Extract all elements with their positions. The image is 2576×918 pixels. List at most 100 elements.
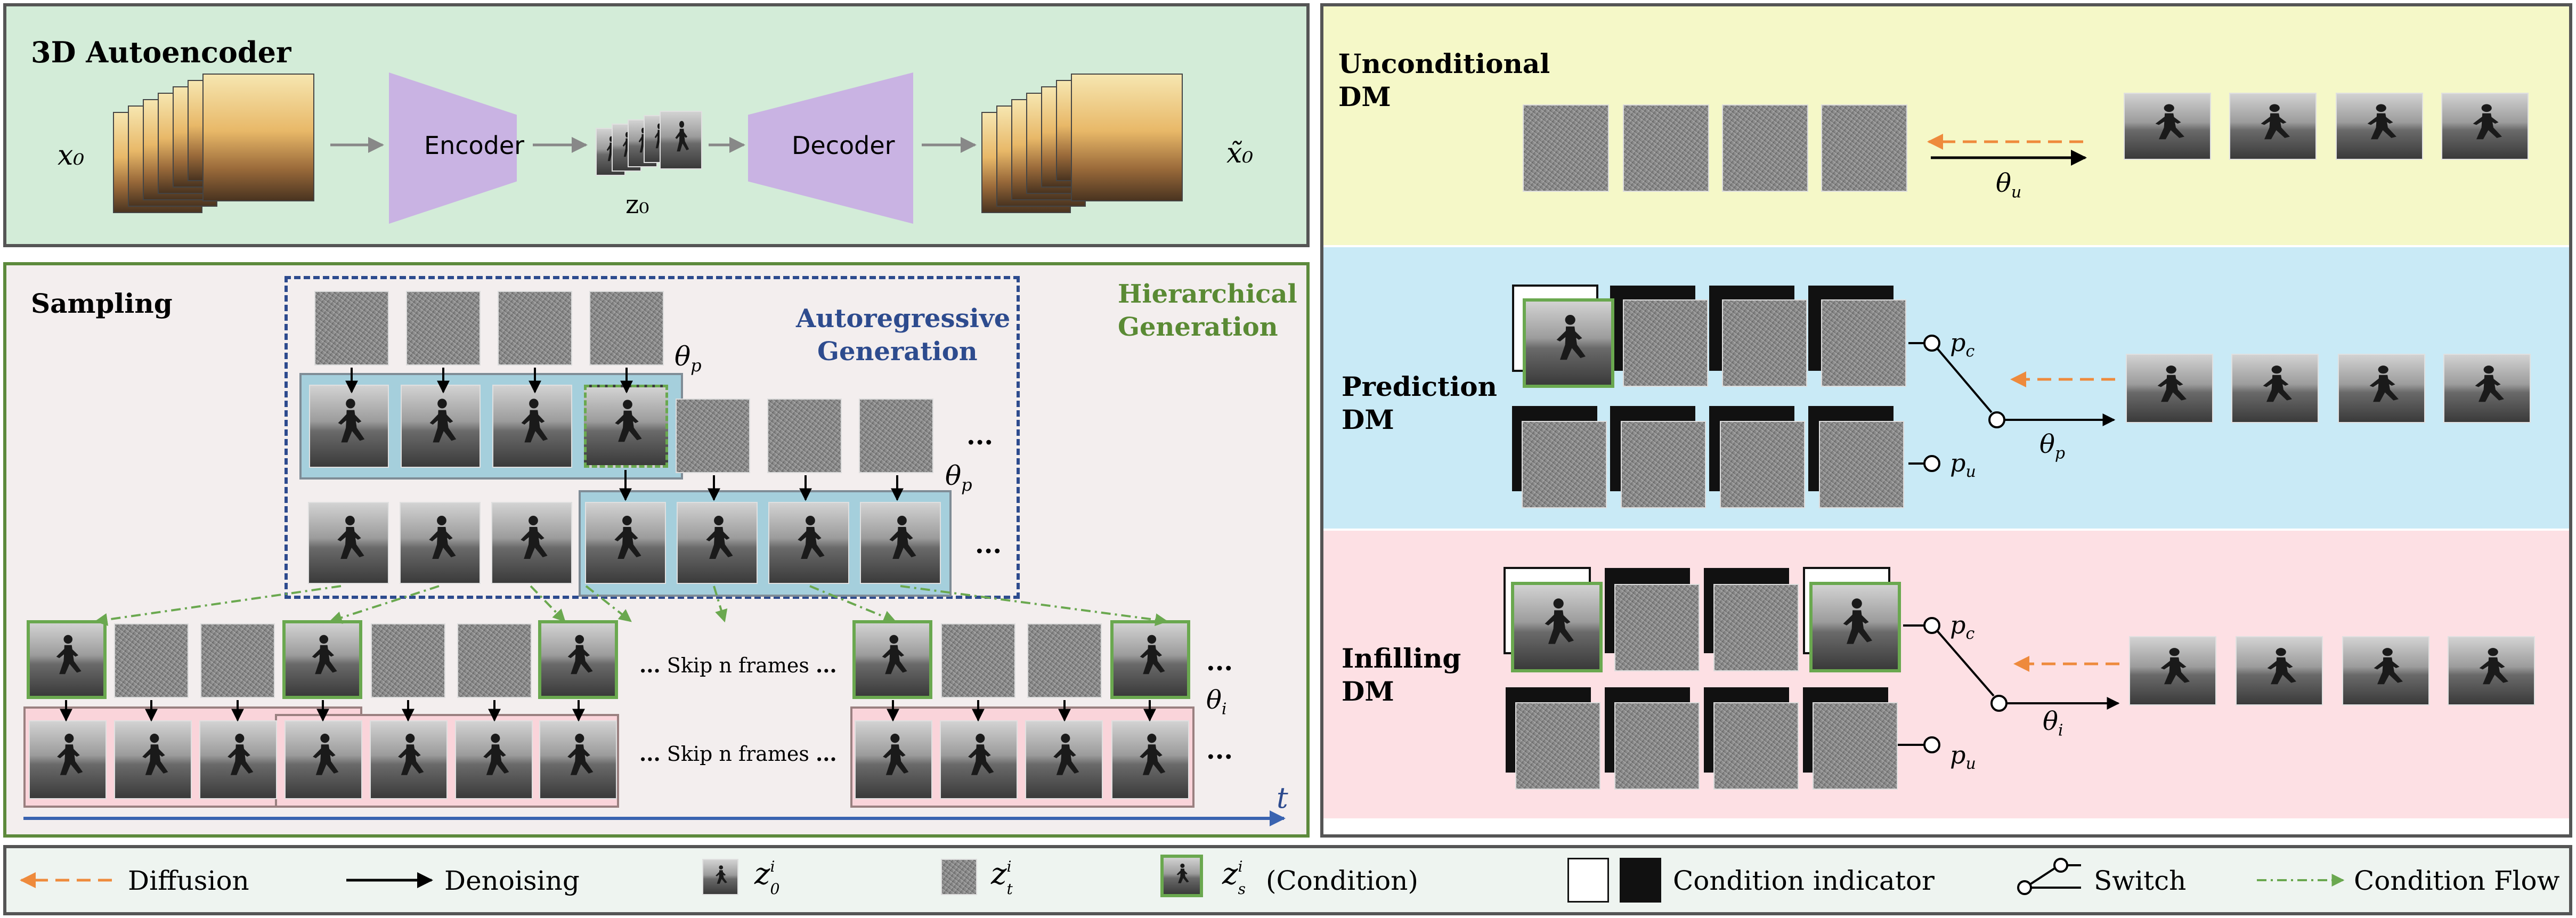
denoised-frame — [199, 720, 277, 799]
denoising-arrows — [60, 368, 1156, 722]
denoised-frame — [860, 502, 941, 584]
condition-flow-arrows — [94, 585, 1168, 627]
autoencoder-title: 3D Autoencoder — [31, 35, 291, 69]
z0-label: z₀ — [625, 190, 649, 220]
denoised-frame — [940, 720, 1018, 799]
video-frame — [2229, 93, 2317, 160]
hierarchical-label-2: Generation — [1118, 312, 1278, 342]
pc-label: pc — [1950, 611, 1975, 644]
noise-latent — [457, 623, 532, 698]
video-frame — [2342, 636, 2429, 705]
pu-label: pu — [1950, 741, 1976, 774]
noise-latent — [1713, 702, 1799, 790]
noise-latent — [1722, 104, 1808, 192]
legend-switch: Switch — [2094, 865, 2187, 896]
noise-latent — [1813, 702, 1898, 790]
video-frame — [2126, 354, 2213, 423]
ellipsis: ... — [966, 421, 994, 451]
theta-p-label: θp — [945, 460, 972, 495]
noise-latent — [1713, 584, 1799, 671]
skip-label: ... Skip n frames ... — [639, 653, 837, 677]
noise-latent — [200, 623, 275, 698]
prediction-switch — [1908, 335, 2005, 472]
legend-switch-icon — [2017, 858, 2081, 895]
video-frame — [2338, 354, 2425, 423]
noise-latent — [1621, 421, 1706, 508]
noise-latent — [1819, 421, 1904, 508]
ellipsis: ... — [1206, 735, 1233, 765]
time-axis-label: t — [1277, 781, 1288, 815]
video-frame — [2236, 636, 2323, 705]
sampling-title: Sampling — [31, 288, 173, 319]
legend-condition-black — [1620, 858, 1661, 903]
legend-condition-white — [1567, 858, 1609, 903]
noise-latent — [114, 623, 189, 698]
legend-z0-swatch — [702, 859, 738, 895]
noise-latent — [406, 291, 481, 365]
hierarchical-label-1: Hierarchical — [1118, 279, 1297, 309]
denoised-frame — [677, 502, 758, 584]
latent-frame — [660, 111, 702, 169]
noise-latent — [314, 291, 389, 365]
theta-u-label: θu — [1996, 168, 2022, 202]
decoder-label: Decoder — [792, 131, 895, 160]
denoised-frame — [309, 385, 389, 468]
noise-latent — [1720, 421, 1805, 508]
video-frame — [2448, 636, 2535, 705]
noise-latent — [1722, 299, 1807, 387]
denoised-frame — [370, 720, 448, 799]
ellipsis: ... — [975, 530, 1002, 559]
prediction-title-1: Prediction — [1342, 371, 1497, 402]
condition-frame — [1809, 582, 1901, 672]
legend-condition-flow: Condition Flow — [2354, 865, 2560, 896]
prediction-title-2: DM — [1342, 404, 1394, 435]
video-frame — [2443, 354, 2531, 423]
video-frame — [2231, 354, 2319, 423]
skip-label: ... Skip n frames ... — [639, 742, 837, 766]
legend-zs-swatch — [1160, 855, 1203, 897]
theta-p-label: θp — [2039, 429, 2066, 463]
noise-latent — [1821, 104, 1907, 192]
condition-frame — [1511, 582, 1603, 672]
denoised-frame — [585, 502, 666, 584]
x0-label: x₀ — [58, 140, 85, 172]
noise-latent — [589, 291, 664, 365]
noise-latent — [859, 399, 933, 473]
denoised-frame — [491, 502, 572, 584]
x-tilde-label: x̃₀ — [1226, 137, 1254, 169]
infilling-title-1: Infilling — [1342, 643, 1461, 674]
noise-latent — [1614, 584, 1700, 671]
theta-p-label: θp — [675, 341, 702, 376]
encoder-label: Encoder — [424, 131, 525, 160]
noise-latent — [1623, 299, 1708, 387]
pc-label: pc — [1950, 328, 1975, 361]
denoised-frame — [455, 720, 533, 799]
autoregressive-box — [285, 276, 1020, 599]
infilling-title-2: DM — [1342, 676, 1394, 707]
noise-latent — [498, 291, 572, 365]
legend-denoising: Denoising — [444, 865, 580, 896]
noise-latent — [371, 623, 445, 698]
condition-frame — [1523, 298, 1614, 388]
unconditional-title-1: Unconditional — [1338, 48, 1550, 79]
video-frame — [2124, 93, 2211, 160]
pu-label: pu — [1950, 449, 1976, 482]
noise-latent — [1523, 104, 1609, 192]
condition-frame — [27, 620, 107, 699]
noise-latent — [767, 399, 842, 473]
video-frame — [2129, 636, 2216, 705]
condition-frame — [538, 620, 618, 699]
condition-frame — [1110, 620, 1190, 699]
infilling-switch — [1898, 617, 2008, 753]
autoregressive-label-1: Autoregressive — [796, 304, 1011, 334]
video-frame — [2441, 93, 2529, 160]
noise-latent — [676, 399, 750, 473]
noise-latent — [941, 623, 1015, 698]
theta-i-label: θi — [2043, 706, 2063, 740]
noise-latent — [1821, 299, 1906, 387]
condition-frame — [852, 620, 932, 699]
noise-latent — [1522, 421, 1607, 508]
